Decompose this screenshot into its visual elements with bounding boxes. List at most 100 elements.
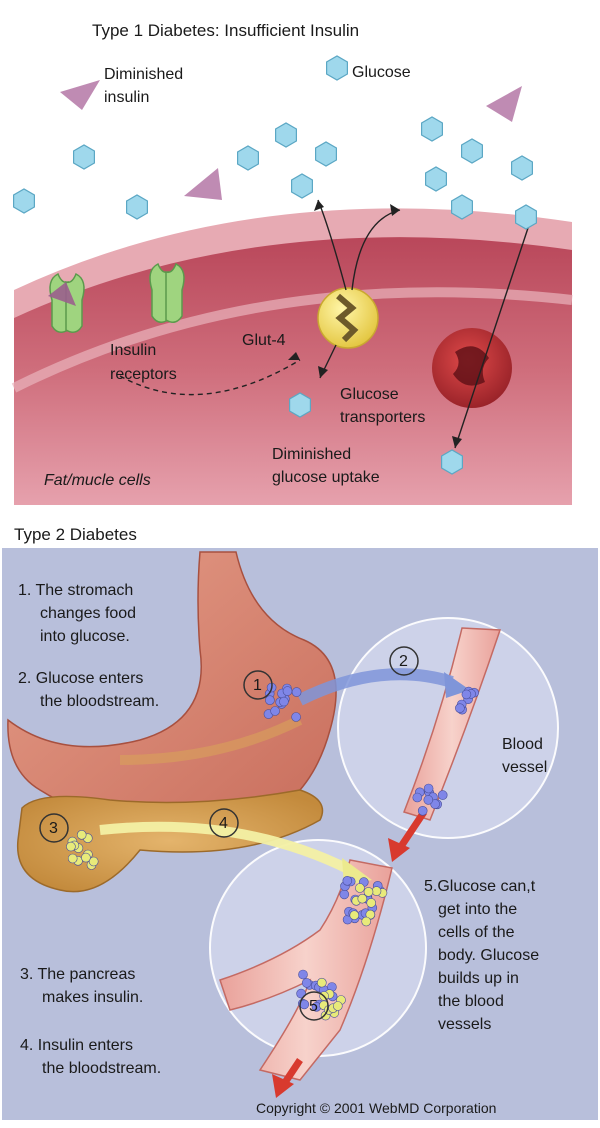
insulin-triangle-icon [48,282,76,306]
glucose-hexagon-icon [13,188,35,214]
step4-line-1: 4. Insulin enters [20,1037,133,1054]
glucose-hexagon-icon [511,155,533,181]
glucose-dot [76,829,87,840]
glucose-dot [362,892,373,903]
glucose-dot [280,694,290,704]
glucose-dot [327,991,338,1002]
step5-line-5: builds up in [438,970,519,987]
arrow-vessel-exit [281,1058,303,1086]
glucose-dot [298,969,308,980]
glucose-dot [357,910,368,920]
step5-line-7: vessels [438,1016,492,1033]
stomach-lining [119,715,303,765]
glucose-dot [314,982,324,993]
glucose-dot [310,980,321,991]
glucose-hexagon-icon [73,144,95,170]
glucose-hexagon-icon [291,173,313,199]
glucose-dot [428,792,438,803]
glucose-dot [456,699,467,710]
vessel-zoom-circle-2 [209,839,427,1057]
step1-line-3: into glucose. [40,628,130,645]
marker-1: 1 [253,677,262,694]
glucose-hexagon-icon [441,449,463,475]
insulin-triangle-icon [184,168,222,200]
glucose-dot [320,1010,331,1021]
marker-4: 4 [219,815,228,832]
glucose-dot [328,1003,338,1014]
glucose-dot [279,696,289,707]
step5-line-3: cells of the [438,924,515,941]
glucose-dot [291,712,301,722]
glucose-dot [327,982,337,992]
glucose-dot [265,695,275,706]
legend-insulin-label-1: Diminished [104,66,184,83]
glucose-dot [299,999,310,1010]
glucose-hexagon-icon [425,166,447,192]
arrow-vessel-down [397,810,427,850]
marker-5: 5 [309,998,318,1015]
glucose-dot [424,787,435,798]
insulin-receptor [149,262,185,323]
legend-insulin-label-2: insulin [104,89,150,106]
glucose-dot [457,704,467,715]
glucose-dot [297,998,308,1009]
glucose-dot [332,1001,343,1011]
glucose-dot [469,687,479,698]
step5-line-6: the blood [438,993,504,1010]
glucose-dot [412,792,423,803]
step1-line-1: 1. The stromach [18,582,134,599]
glucose-hexagon-icon [289,392,311,418]
glucose-dot [264,688,275,699]
type1-diagram [11,55,573,506]
glucose-dot [432,799,443,810]
glucose-dot [296,988,306,999]
glucose-dot [344,906,354,917]
insulin-triangle-icon [486,86,522,122]
glucose-dot [463,686,474,697]
glucose-dot [363,887,374,897]
glucose-dot [324,1005,334,1015]
glucose-hexagon-icon [315,141,337,167]
arrow-stomach-to-vessel [297,668,454,706]
glucose-dot [86,860,97,870]
pancreas [16,789,324,893]
glucose-hexagon-icon [461,138,483,164]
glut4-label: Glut-4 [242,332,286,349]
legend-glucose-label: Glucose [352,64,411,81]
glucose-dot [342,875,353,886]
glucose-transporters-label-1: Glucose [340,386,399,403]
glucose-dot [276,699,287,709]
insulin-receptor [49,272,85,333]
glucose-dot [375,885,385,896]
glucose-hexagon-icon [126,194,148,220]
insulin-triangle-icon [60,80,100,110]
vessel-zoom-circle-1 [337,617,559,839]
glucose-hexagon-icon [275,122,297,148]
glucose-dot [319,1000,329,1011]
glucose-dot [466,689,476,699]
insulin-receptors-label-2: receptors [110,366,177,383]
glucose-dot [66,841,76,852]
glucose-dot [340,881,350,892]
marker-2: 2 [399,653,408,670]
glucose-dot [263,709,274,719]
glucose-transporter-channel [453,346,489,386]
glucose-dot [319,991,329,1001]
glucose-dot [345,876,356,887]
glucose-dot [365,909,376,920]
glucose-dot [270,706,280,716]
glucose-dot [266,682,277,693]
glucose-dot [350,894,361,905]
glucose-dot [417,805,428,816]
glucose-dot [73,843,84,853]
glucose-dot [351,895,362,906]
glucose-dot [301,978,312,988]
glucose-dot [304,980,315,990]
glucose-dot [463,694,473,705]
glucose-hexagon-icon [237,145,259,171]
cell-inner-membrane [11,287,573,393]
glucose-dot [282,683,292,694]
glucose-dot [349,910,360,921]
glucose-dot [371,886,382,896]
glucose-dot [366,898,377,908]
